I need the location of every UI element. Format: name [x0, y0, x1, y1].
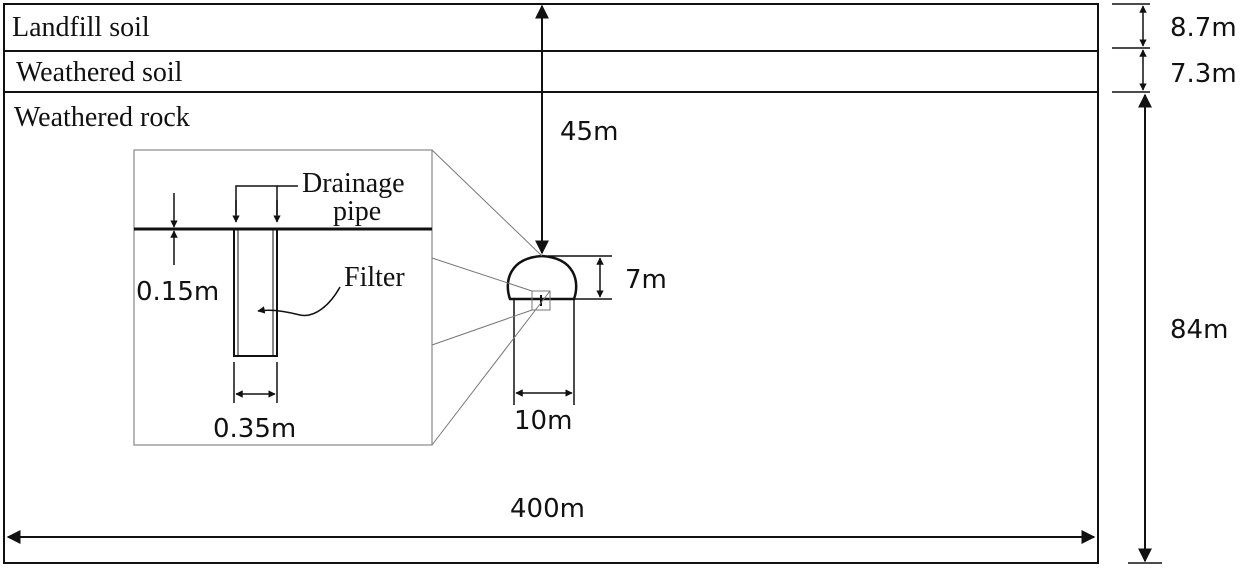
- landfill-thickness-label: 8.7m: [1170, 13, 1237, 43]
- zoom-connector-4: [431, 290, 551, 446]
- zoom-connector-3: [431, 309, 533, 346]
- filter-label: Filter: [344, 262, 405, 293]
- pipe-width-label: 0.35m: [213, 414, 296, 444]
- tunnel-outline: [506, 254, 578, 301]
- model-width-label: 400m: [510, 494, 585, 524]
- rock-thickness-label: 84m: [1170, 315, 1228, 345]
- filter-thickness-label: 0.15m: [136, 277, 219, 307]
- weathered-soil-thickness-label: 7.3m: [1170, 59, 1237, 89]
- landfill-soil-label: Landfill soil: [12, 12, 150, 43]
- model-boundary: [3, 3, 1099, 564]
- drainage-pipe-label-2: pipe: [333, 196, 381, 227]
- weathered-soil-label: Weathered soil: [16, 57, 183, 88]
- zoom-connector-2: [431, 257, 533, 292]
- tunnel-depth-label: 45m: [560, 117, 618, 147]
- tunnel-height-label: 7m: [625, 265, 667, 295]
- detail-inset: [133, 149, 433, 446]
- tunnel-width-label: 10m: [514, 406, 572, 436]
- zoom-connector-1: [431, 149, 543, 257]
- drainage-pipe-label-1: Drainage: [302, 168, 405, 199]
- weathered-rock-label: Weathered rock: [14, 102, 190, 133]
- drainage-pipe-trench: [233, 228, 278, 357]
- filter-pointer: [257, 286, 341, 317]
- zoom-source-box: [531, 290, 551, 311]
